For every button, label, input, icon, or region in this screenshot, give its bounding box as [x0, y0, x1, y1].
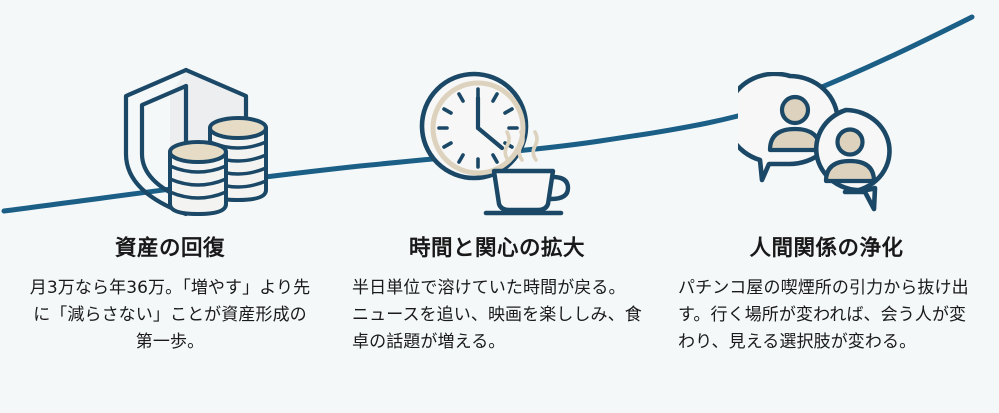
column-heading-time-and-attention: 時間と関心の拡大: [408, 236, 585, 261]
column-body-relationship-cleansing: パチンコ屋の喫煙所の引力から抜け出す。行く場所が変われば、会う人が変わり、見える…: [678, 277, 969, 352]
column-relationship-cleansing: 人間関係の浄化 パチンコ屋の喫煙所の引力から抜け出す。行く場所が変われば、会う人…: [658, 236, 999, 413]
speech-bubble-front: [813, 107, 892, 212]
coin-stack-short: [168, 140, 228, 216]
speech-bubbles-people-icon: [724, 71, 908, 217]
clock-and-coffee-cup-icon: [412, 68, 572, 218]
person-head-front: [835, 127, 865, 157]
clock-icon: [419, 71, 529, 181]
column-heading-assets-recovery: 資産の回復: [114, 236, 225, 261]
column-body-assets-recovery: 月3万なら年36万。「増やす」より先に「減らさない」ことが資産形成の第一歩。: [29, 277, 311, 352]
steam-icon: [503, 130, 539, 162]
speech-bubble-back: [724, 71, 840, 183]
column-body-time-and-attention: 半日単位で溶けていた時間が戻る。ニュースを追い、映画を楽ししみ、食卓の話題が増え…: [352, 277, 642, 352]
column-assets-recovery: 資産の回復 月3万なら年36万。「増やす」より先に「減らさない」ことが資産形成の…: [0, 236, 340, 413]
shield-and-coins-icon: [108, 62, 268, 217]
person-head-back: [779, 94, 811, 126]
person-body-front: [823, 158, 877, 184]
coffee-cup-icon: [483, 168, 571, 216]
person-body-back: [767, 126, 823, 153]
column-time-and-attention: 時間と関心の拡大 半日単位で溶けていた時間が戻る。ニュースを追い、映画を楽ししみ…: [340, 236, 658, 413]
clock-minute-hand: [475, 125, 505, 151]
column-heading-relationship-cleansing: 人間関係の浄化: [749, 236, 904, 261]
clock-ticks: [437, 87, 519, 169]
columns-container: 資産の回復 月3万なら年36万。「増やす」より先に「減らさない」ことが資産形成の…: [0, 236, 999, 413]
